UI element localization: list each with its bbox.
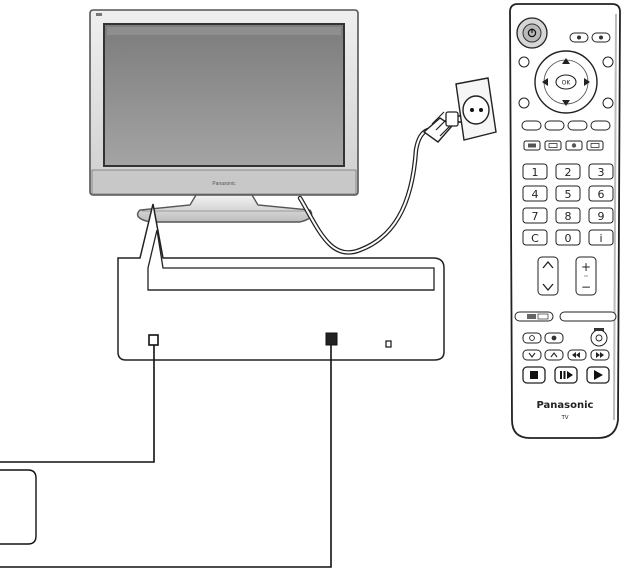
- play-small-icon: [567, 371, 573, 379]
- power-cable-inner: [299, 129, 429, 254]
- small-port: [385, 340, 392, 348]
- key-info-label: i: [599, 232, 602, 245]
- pause-play-button[interactable]: [554, 366, 578, 384]
- number-key-6-label: 6: [598, 188, 605, 201]
- number-key-8-label: 8: [565, 210, 572, 223]
- number-key-3[interactable]: [588, 163, 614, 180]
- ok-button[interactable]: [555, 74, 577, 90]
- dpad-right-icon[interactable]: [584, 78, 590, 86]
- color-button-1[interactable]: [521, 120, 542, 131]
- tv-screen-highlight: [107, 27, 341, 35]
- tv: Panasonic: [89, 9, 359, 223]
- key-info[interactable]: [588, 229, 614, 246]
- number-key-3-label: 3: [598, 166, 605, 179]
- number-key-2[interactable]: [555, 163, 581, 180]
- number-key-7-label: 7: [532, 210, 539, 223]
- tv-stand: [136, 194, 313, 223]
- tv-indicator: [96, 13, 102, 16]
- number-key-5[interactable]: [555, 185, 581, 202]
- callout-outline: [117, 203, 445, 361]
- rewind-icon: [572, 352, 580, 358]
- side-button-tr[interactable]: [602, 56, 614, 68]
- wide-button-right[interactable]: [559, 311, 617, 322]
- remote-edge-shade: [613, 13, 617, 421]
- number-key-2-label: 2: [565, 166, 572, 179]
- av-port: [325, 332, 338, 346]
- connection-lines: [0, 345, 332, 568]
- color-button-2[interactable]: [544, 120, 565, 131]
- number-key-1-label: 1: [532, 166, 539, 179]
- media-round-button[interactable]: [590, 329, 608, 347]
- remote-model-label: TV: [560, 415, 568, 421]
- remote-brand: Panasonic: [537, 400, 594, 411]
- volume-plus-label: +: [581, 260, 591, 274]
- chevron-down-icon: [528, 352, 536, 358]
- fast-forward-icon: [596, 352, 604, 358]
- function-row: [523, 140, 604, 151]
- stop-icon: [530, 371, 538, 379]
- number-key-9[interactable]: [588, 207, 614, 224]
- media-button-up[interactable]: [544, 349, 564, 361]
- number-key-8[interactable]: [555, 207, 581, 224]
- number-key-9-label: 9: [598, 210, 605, 223]
- key-c[interactable]: [522, 229, 548, 246]
- volume-minus-label: −: [581, 280, 591, 294]
- power-cord: [297, 77, 497, 255]
- pause-icon: [560, 371, 562, 379]
- antenna-port: [148, 334, 159, 346]
- color-button-4[interactable]: [590, 120, 611, 131]
- play-icon: [594, 370, 603, 380]
- dpad-left-icon[interactable]: [542, 78, 548, 86]
- side-button-bl[interactable]: [518, 97, 530, 109]
- side-button-tl[interactable]: [518, 56, 530, 68]
- power-plug: [422, 111, 468, 143]
- dpad-down-icon[interactable]: [562, 100, 570, 106]
- number-key-0-label: 0: [565, 232, 572, 245]
- number-key-5-label: 5: [565, 188, 572, 201]
- number-key-6[interactable]: [588, 185, 614, 202]
- function-button-4[interactable]: [586, 140, 604, 151]
- chevron-up-icon: [550, 352, 558, 358]
- dpad-up-icon[interactable]: [562, 58, 570, 64]
- side-button-br[interactable]: [602, 97, 614, 109]
- tv-brand-mark: Panasonic: [212, 181, 236, 187]
- number-key-7[interactable]: [522, 207, 548, 224]
- key-c-label: C: [531, 232, 539, 245]
- number-key-1[interactable]: [522, 163, 548, 180]
- color-button-3[interactable]: [567, 120, 588, 131]
- number-key-0[interactable]: [555, 229, 581, 246]
- tv-screen: [103, 23, 345, 167]
- media-button-down[interactable]: [522, 349, 542, 361]
- channel-down-icon: [542, 283, 554, 292]
- number-key-4-label: 4: [532, 188, 539, 201]
- tv-bottom-strip: [91, 169, 357, 195]
- wall-socket: [455, 77, 497, 141]
- number-key-4[interactable]: [522, 185, 548, 202]
- av-cable: [0, 345, 332, 568]
- function-button-2[interactable]: [544, 140, 562, 151]
- channel-up-icon: [542, 260, 554, 269]
- media-button-1[interactable]: [522, 332, 542, 344]
- remote-control: OK: [509, 3, 621, 439]
- antenna-cable: [0, 345, 155, 463]
- callout: [117, 203, 445, 361]
- number-pad: 1 2 3 4 5 6 7 8 9 C 0 i: [522, 163, 614, 246]
- channel-rocker[interactable]: [537, 256, 559, 296]
- ok-button-label: OK: [562, 80, 572, 87]
- external-device-box: [0, 469, 37, 545]
